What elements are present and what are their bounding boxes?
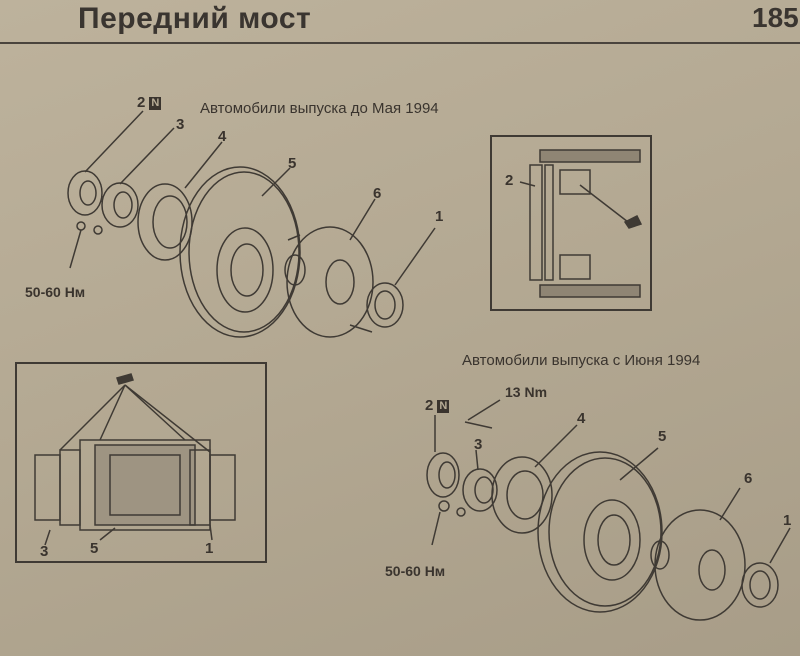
inset-label-1: 1 [205, 540, 214, 557]
torque-spec: 50-60 Нм [25, 284, 86, 300]
part-number: 2 [137, 94, 146, 111]
part-label-3: 3 [474, 436, 483, 453]
top-hub-assembly-drawing [67, 110, 436, 338]
part-label-4: 4 [577, 410, 586, 427]
bottom-hub-assembly-drawing [426, 399, 791, 621]
part-label-4: 4 [218, 128, 227, 145]
caption-from-june-1994: Автомобили выпуска с Июня 1994 [462, 352, 701, 369]
bearing-section-drawing [34, 373, 236, 546]
inset-bearing-section [15, 362, 267, 563]
torque-spec: 50-60 Нм [385, 563, 446, 579]
part-label-6: 6 [744, 470, 753, 487]
part-label-5: 5 [658, 428, 667, 445]
part-label-5: 5 [288, 155, 297, 172]
header-rule [0, 42, 800, 44]
part-label-3: 3 [176, 116, 185, 133]
inset-label-5: 5 [90, 540, 99, 557]
replace-part-badge: N [149, 96, 162, 110]
seal-detail-drawing [519, 149, 643, 298]
page-header-title: Передний мост [78, 2, 312, 35]
part-label-1: 1 [783, 512, 792, 529]
inset-label-3: 3 [40, 543, 49, 560]
part-number: 2 [425, 397, 434, 414]
replace-part-badge: N [437, 399, 450, 413]
part-label-1: 1 [435, 208, 444, 225]
inset-seal-detail [490, 135, 652, 311]
part-label-6: 6 [373, 185, 382, 202]
caption-before-may-1994: Автомобили выпуска до Мая 1994 [200, 100, 439, 117]
page-number: 185 [752, 2, 799, 33]
inset-label-2: 2 [505, 172, 514, 189]
bolt-torque-spec: 13 Nm [505, 384, 548, 400]
